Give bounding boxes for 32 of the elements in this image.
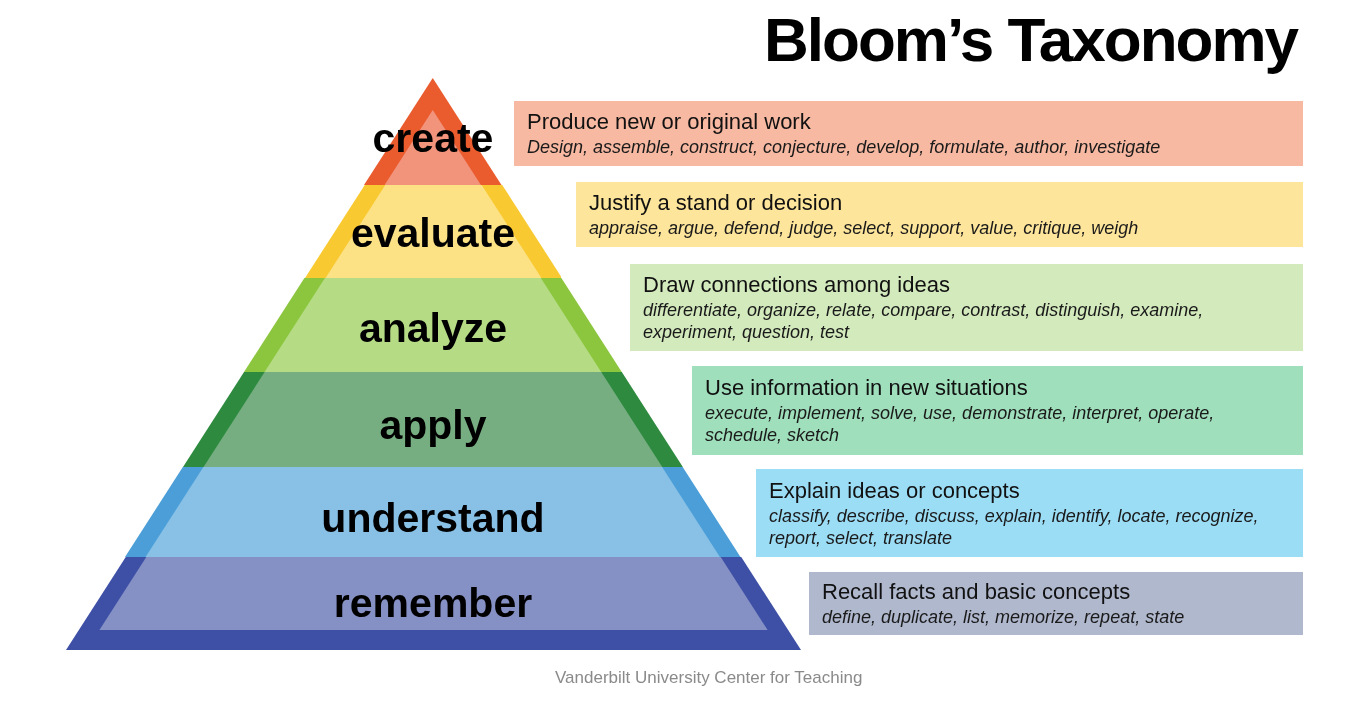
description-card (692, 366, 1303, 455)
pyramid-tier (364, 78, 502, 185)
title: Bloom’s Taxonomy (764, 4, 1297, 76)
pyramid-tier (244, 278, 622, 372)
tier-label: analyze (358, 305, 508, 351)
pyramid-tier (65, 557, 801, 650)
card-heading: Use information in new situations (705, 375, 1028, 400)
description-card (630, 264, 1303, 351)
description-card (576, 182, 1303, 247)
tier-label: apply (379, 402, 487, 448)
tier-label: create (372, 115, 494, 161)
card-heading: Draw connections among ideas (643, 272, 950, 297)
card-heading: Justify a stand or decision (589, 190, 843, 215)
card-description: appraise, argue, defend, judge, select, support, value, critique, weigh (589, 217, 1139, 239)
card-heading: Produce new or original work (527, 109, 811, 134)
pyramid-tier (304, 185, 562, 278)
card-heading: Explain ideas or concepts (769, 477, 1020, 503)
tier-label: evaluate (350, 210, 516, 256)
card-heading: Recall facts and basic concepts (822, 579, 1131, 604)
card-description: Design, assemble, construct, conjecture, develop, formulate, author, investigate (527, 136, 1161, 158)
tier-label: understand (321, 495, 545, 541)
card-description: classify, describe, discuss, explain, identify, locate, recognize, report, select, translate (769, 504, 1260, 549)
pyramid-tier (125, 467, 741, 557)
card-description: execute, implement, solve, use, demonstrate, interpret, operate, schedule, sketch (705, 402, 1216, 446)
card-description: differentiate, organize, relate, compare, contrast, distinguish, examine, experiment, question, test (643, 299, 1205, 343)
tier-label: remember (333, 580, 533, 626)
description-card (809, 572, 1303, 635)
card-description: define, duplicate, list, memorize, repeat, state (822, 606, 1185, 628)
description-card (756, 469, 1303, 557)
pyramid-tier (183, 372, 683, 467)
description-card (514, 101, 1303, 166)
credit-text: Vanderbilt University Center for Teaching (555, 667, 863, 689)
